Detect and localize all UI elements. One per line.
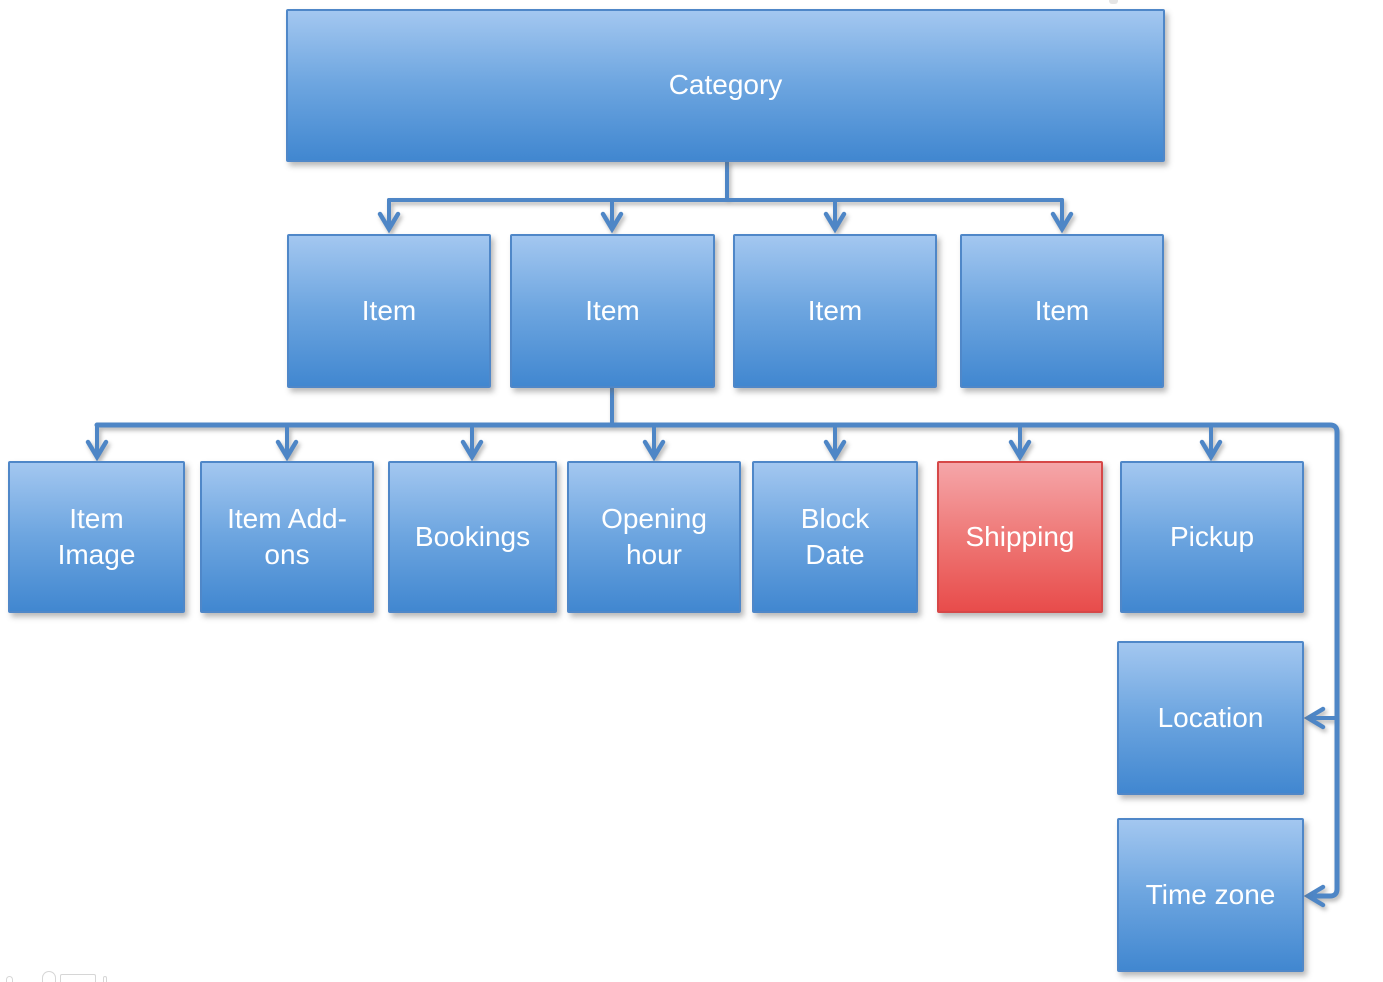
- node-item-1[interactable]: Item: [287, 234, 491, 388]
- node-category[interactable]: Category: [286, 9, 1165, 162]
- cropped-artifact-bottom-3: [60, 974, 96, 982]
- node-item-4[interactable]: Item: [960, 234, 1164, 388]
- node-item-2-label: Item: [585, 294, 640, 326]
- node-block-date[interactable]: Block Date: [752, 461, 918, 613]
- node-item-add-ons[interactable]: Item Add- ons: [200, 461, 374, 613]
- node-item-image-label: Item Image: [57, 502, 136, 570]
- node-time-zone-label: Time zone: [1145, 878, 1276, 910]
- node-item-3-label: Item: [807, 294, 863, 326]
- node-location[interactable]: Location: [1117, 641, 1304, 795]
- node-category-label: Category: [668, 69, 783, 101]
- cropped-artifact-bottom-4: [103, 976, 107, 982]
- node-item-add-ons-label: Item Add- ons: [227, 502, 347, 570]
- node-shipping[interactable]: Shipping: [937, 461, 1103, 613]
- node-pickup[interactable]: Pickup: [1120, 461, 1304, 613]
- node-item-image[interactable]: Item Image: [8, 461, 185, 613]
- node-item-1-label: Item: [361, 294, 417, 326]
- node-location-label: Location: [1157, 701, 1264, 733]
- node-time-zone[interactable]: Time zone: [1117, 818, 1304, 972]
- node-item-3[interactable]: Item: [733, 234, 937, 388]
- node-block-date-label: Block Date: [800, 502, 870, 570]
- node-item-4-label: Item: [1034, 294, 1090, 326]
- cropped-artifact-top: [1109, 0, 1118, 4]
- cropped-artifact-bottom-1: [6, 976, 13, 982]
- edge-item2-trunk: [94, 422, 1340, 908]
- node-item-2[interactable]: Item: [510, 234, 715, 388]
- node-bookings-label: Bookings: [414, 520, 531, 552]
- node-opening-hour[interactable]: Opening hour: [567, 461, 741, 613]
- node-bookings[interactable]: Bookings: [388, 461, 557, 613]
- node-pickup-label: Pickup: [1169, 520, 1255, 552]
- node-opening-hour-label: Opening hour: [601, 502, 707, 570]
- node-shipping-label: Shipping: [965, 520, 1075, 552]
- cropped-artifact-bottom-2: [42, 971, 56, 982]
